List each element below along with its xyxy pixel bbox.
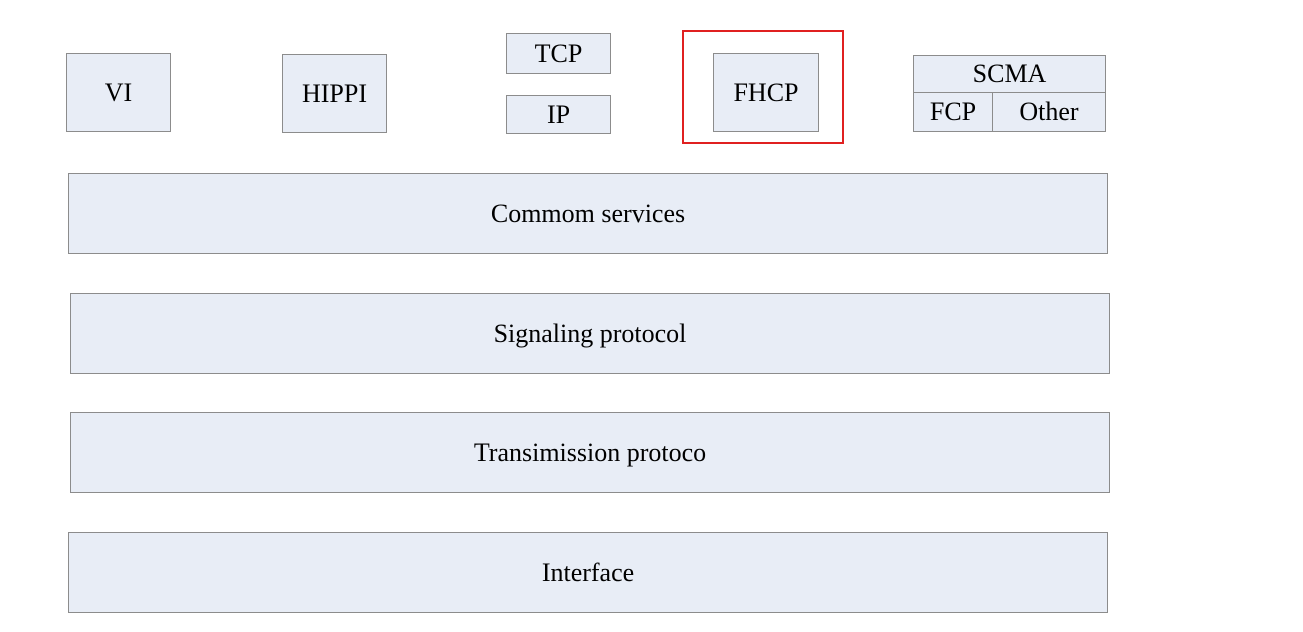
ip-label: IP [546,99,571,129]
vi-label: VI [104,77,133,107]
signaling-protocol-label: Signaling protocol [493,318,687,348]
fhcp-label: FHCP [733,77,799,107]
fhcp-highlight-frame [682,30,844,144]
common-services-layer: Commom services [68,173,1108,254]
fcp-cell: FCP [914,93,993,131]
transmission-protocol-layer: Transimission protoco [70,412,1110,493]
ip-box: IP [506,95,611,134]
tcp-label: TCP [534,38,583,68]
common-services-label: Commom services [490,198,686,228]
fhcp-box: FHCP [713,53,819,132]
scma-label: SCMA [972,59,1047,88]
other-label: Other [1019,97,1079,126]
signaling-protocol-layer: Signaling protocol [70,293,1110,374]
vi-box: VI [66,53,171,132]
fcp-label: FCP [929,97,977,126]
scma-group: SCMA FCP Other [913,55,1106,132]
scma-header: SCMA [914,56,1105,93]
hippi-label: HIPPI [301,78,367,108]
interface-layer: Interface [68,532,1108,613]
other-cell: Other [993,93,1105,131]
hippi-box: HIPPI [282,54,387,133]
transmission-protocol-label: Transimission protoco [473,437,707,467]
tcp-box: TCP [506,33,611,74]
interface-label: Interface [541,557,635,587]
